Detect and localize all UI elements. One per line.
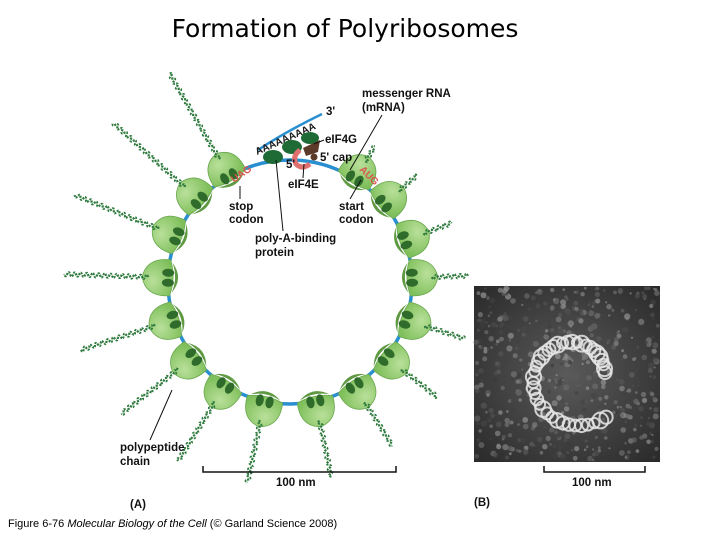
mrna-label-line2: (mRNA) xyxy=(362,102,405,114)
start-codon-label-line2: codon xyxy=(339,214,374,226)
eif4e-label: eIF4E xyxy=(288,179,319,191)
eif4g-label: eIF4G xyxy=(325,134,357,146)
polypeptide-chain xyxy=(80,324,155,352)
ribosome xyxy=(401,258,468,297)
polypeptide-chain xyxy=(424,324,465,341)
polypeptide-label-line2: chain xyxy=(120,456,150,468)
panel-b-label: (B) xyxy=(474,497,490,509)
electron-micrograph xyxy=(474,286,661,462)
panel-a-label: (A) xyxy=(130,499,146,511)
stop-codon-label-line1: stop xyxy=(229,201,253,213)
polypeptide-chain xyxy=(168,72,221,160)
ribosome xyxy=(64,256,179,296)
caption-credit: (© Garland Science 2008) xyxy=(210,518,337,530)
start-codon-label-line1: start xyxy=(339,201,364,213)
pabp-label-line1: poly-A-binding xyxy=(255,233,336,245)
polypeptide-chain xyxy=(364,401,394,446)
ribosome xyxy=(334,367,408,455)
scale-bar-b-label: 100 nm xyxy=(572,477,612,489)
polypeptide-pointer xyxy=(150,390,172,440)
scale-bar-b xyxy=(544,466,645,472)
scale-bar-a xyxy=(203,466,396,472)
pabp-oval-1 xyxy=(263,150,283,164)
caption-figure-number: Figure 6-76 xyxy=(8,518,64,530)
scale-bar-a-label: 100 nm xyxy=(276,477,316,489)
pabp-label-line2: protein xyxy=(255,247,294,259)
caption-book-title: Molecular Biology of the Cell xyxy=(67,518,206,530)
stop-codon-label-line2: codon xyxy=(229,214,264,226)
polypeptide-chain xyxy=(245,420,262,482)
three-prime-label: 3' xyxy=(326,106,335,118)
polypeptide-chain xyxy=(397,174,418,192)
five-prime-cap-label: 5' cap xyxy=(320,152,352,164)
five-prime-cap xyxy=(311,154,318,161)
polypeptide-chain xyxy=(120,368,179,415)
ribosome xyxy=(296,388,350,481)
polypeptide-chain xyxy=(64,272,148,279)
ribosome xyxy=(367,337,448,412)
polypeptide-chain xyxy=(401,368,439,399)
ribosome xyxy=(163,367,246,470)
polypeptide-label-line1: polypeptide xyxy=(120,442,185,454)
ribosome xyxy=(68,178,193,257)
polypeptide-chain xyxy=(112,121,186,188)
polypeptide-chain xyxy=(74,193,159,230)
polypeptide-chain xyxy=(318,420,334,477)
five-prime-label: 5' xyxy=(286,159,295,171)
ribosome-group xyxy=(64,64,471,486)
figure-caption: Figure 6-76 Molecular Biology of the Cel… xyxy=(8,518,337,530)
pabp-pointer xyxy=(276,160,283,231)
mrna-label-line1: messenger RNA xyxy=(362,88,451,100)
